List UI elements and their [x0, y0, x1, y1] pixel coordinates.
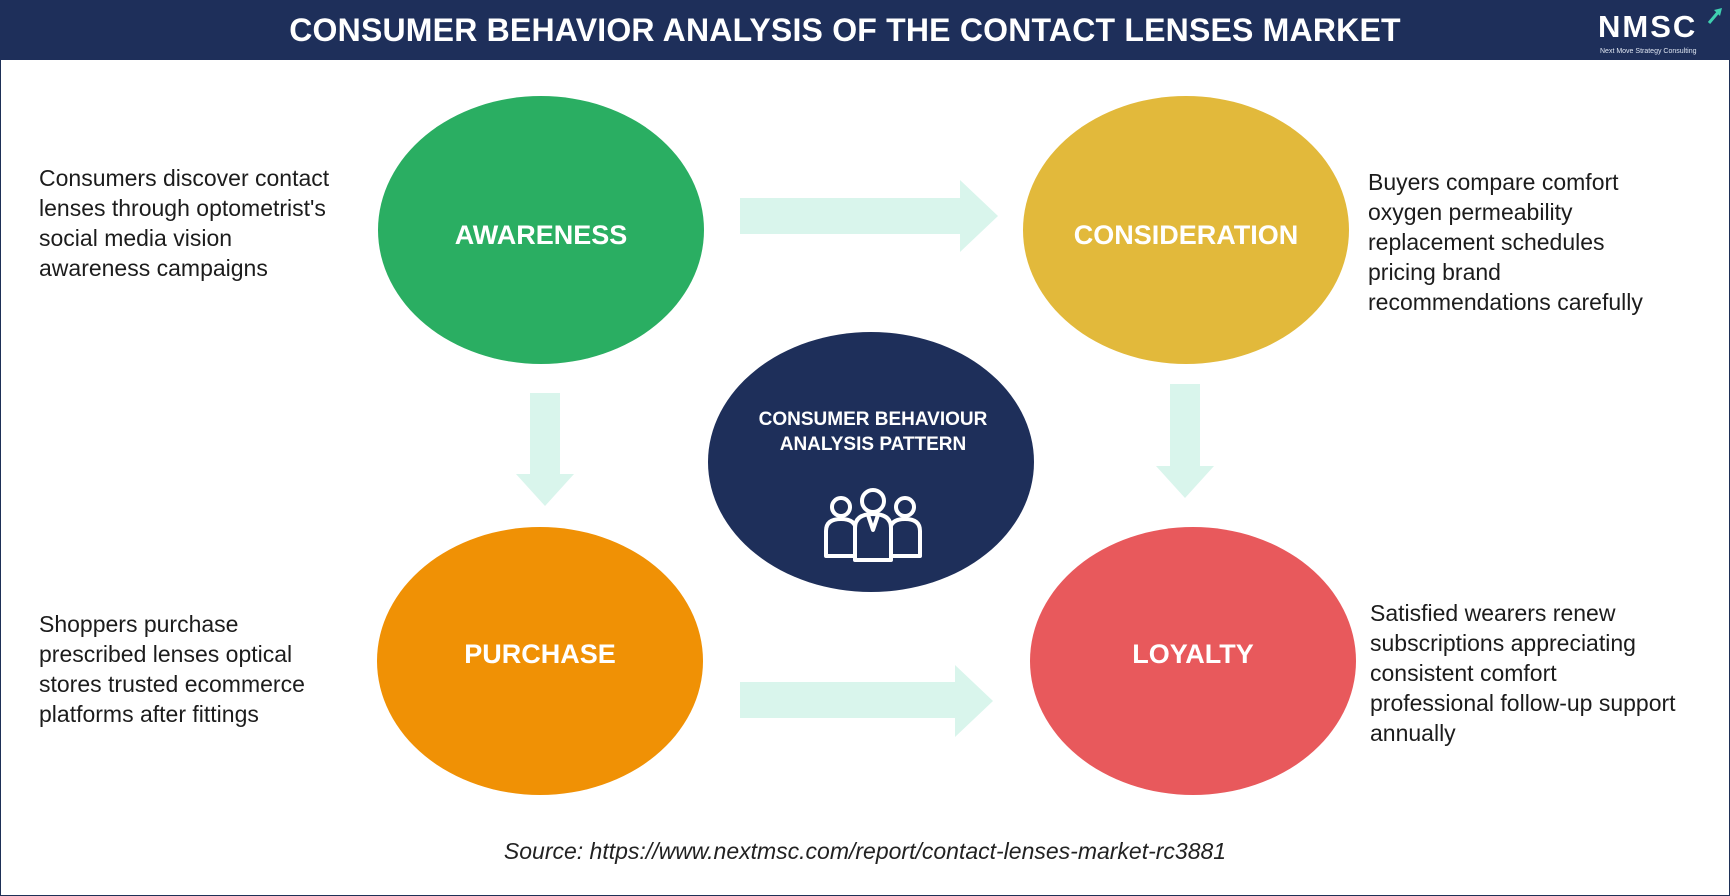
- purchase-desc-line: Shoppers purchase: [39, 611, 239, 637]
- loyalty-desc-line: annually: [1370, 720, 1456, 746]
- awareness-desc-line: lenses through optometrist's: [39, 195, 326, 221]
- nmsc-logo: NMSC Next Move Strategy Consulting: [1598, 8, 1726, 56]
- purchase-desc-line: platforms after fittings: [39, 701, 259, 727]
- awareness-description: Consumers discover contact lenses throug…: [39, 163, 329, 283]
- loyalty-description: Satisfied wearers renew subscriptions ap…: [1370, 598, 1676, 748]
- awareness-desc-line: Consumers discover contact: [39, 165, 330, 191]
- consideration-desc-line: recommendations carefully: [1368, 289, 1643, 315]
- consideration-desc-line: Buyers compare comfort: [1368, 169, 1619, 195]
- purchase-circle: [377, 527, 703, 795]
- awareness-desc-line: awareness campaigns: [39, 255, 268, 281]
- awareness-circle: [378, 96, 704, 364]
- loyalty-desc-line: Satisfied wearers renew: [1370, 600, 1616, 626]
- loyalty-desc-line: subscriptions appreciating: [1370, 630, 1636, 656]
- logo-text: NMSC: [1598, 9, 1698, 44]
- header-bar: CONSUMER BEHAVIOR ANALYSIS OF THE CONTAC…: [0, 0, 1730, 60]
- arrow-purchase-to-loyalty: [740, 665, 993, 737]
- purchase-description: Shoppers purchase prescribed lenses opti…: [39, 609, 305, 729]
- center-label-line2: ANALYSIS PATTERN: [780, 434, 967, 455]
- logo-subtitle: Next Move Strategy Consulting: [1600, 48, 1697, 55]
- awareness-desc-line: social media vision: [39, 225, 233, 251]
- logo-arrow-icon: [1707, 8, 1722, 24]
- center-label-line1: CONSUMER BEHAVIOUR: [759, 409, 988, 430]
- consideration-label: CONSIDERATION: [1074, 220, 1299, 250]
- consideration-desc-line: pricing brand: [1368, 259, 1501, 285]
- center-circle: [708, 332, 1034, 592]
- purchase-desc-line: prescribed lenses optical: [39, 641, 293, 667]
- awareness-label: AWARENESS: [455, 220, 628, 250]
- purchase-desc-line: stores trusted ecommerce: [39, 671, 305, 697]
- consideration-description: Buyers compare comfort oxygen permeabili…: [1368, 167, 1643, 317]
- loyalty-desc-line: consistent comfort: [1370, 660, 1557, 686]
- arrow-awareness-to-consideration: [740, 180, 998, 252]
- arrow-awareness-to-purchase: [516, 393, 574, 506]
- loyalty-circle: [1030, 527, 1356, 795]
- group-of-people-icon: [824, 488, 922, 562]
- consideration-desc-line: oxygen permeability: [1368, 199, 1573, 225]
- page-title: CONSUMER BEHAVIOR ANALYSIS OF THE CONTAC…: [289, 12, 1401, 48]
- purchase-label: PURCHASE: [464, 639, 616, 669]
- loyalty-desc-line: professional follow-up support: [1370, 690, 1676, 716]
- arrow-consideration-to-loyalty: [1156, 384, 1214, 498]
- loyalty-label: LOYALTY: [1132, 639, 1254, 669]
- consideration-desc-line: replacement schedules: [1368, 229, 1605, 255]
- consideration-circle: [1023, 96, 1349, 364]
- source-citation: Source: https://www.nextmsc.com/report/c…: [503, 838, 1227, 864]
